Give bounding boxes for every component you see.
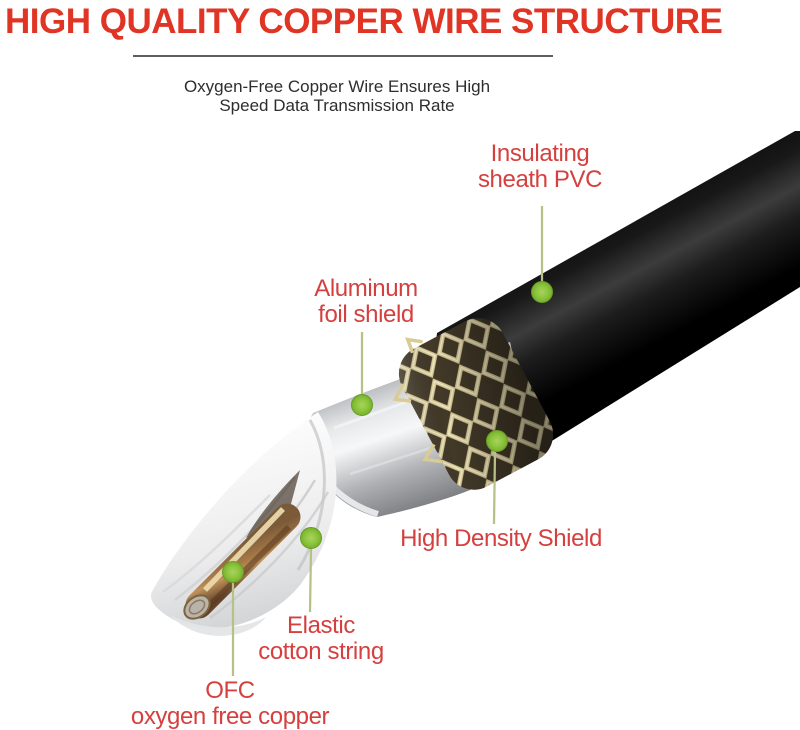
label-line: foil shield <box>318 301 414 328</box>
label-line: High Density Shield <box>400 525 602 552</box>
callout-line-high-density <box>492 451 497 525</box>
callout-dot-insulating-sheath <box>531 281 553 303</box>
subtitle-line-2: Speed Data Transmission Rate <box>219 96 455 115</box>
label-elastic-cotton-string: Elastic cotton string <box>258 613 384 665</box>
callout-dot-cotton-string <box>300 527 322 549</box>
label-line: OFC <box>205 677 255 704</box>
label-ofc-oxygen-free-copper: OFC oxygen free copper <box>130 677 330 730</box>
label-line: Aluminum <box>314 275 418 302</box>
callout-dot-aluminum-foil <box>351 394 373 416</box>
page-title: HIGH QUALITY COPPER WIRE STRUCTURE <box>5 2 723 41</box>
callout-line-cotton-string <box>308 548 313 613</box>
label-line: Insulating <box>490 140 590 167</box>
label-line: sheath PVC <box>477 166 603 193</box>
label-line: cotton string <box>258 638 384 665</box>
label-aluminum-foil-shield: Aluminum foil shield <box>314 276 418 328</box>
cotton-string-shape <box>150 412 337 629</box>
callout-dots <box>222 281 553 583</box>
braided-shield-mesh-shape <box>392 318 554 490</box>
label-insulating-sheath-pvc: Insulating sheath PVC <box>478 141 602 193</box>
label-line: oxygen free copper <box>130 703 330 730</box>
subtitle-line-1: Oxygen-Free Copper Wire Ensures High <box>183 77 491 96</box>
copper-wire-shape <box>170 470 301 636</box>
subtitle: Oxygen-Free Copper Wire Ensures High Spe… <box>137 77 537 115</box>
callout-dot-high-density <box>486 430 508 452</box>
title-divider <box>133 55 553 57</box>
label-line: Elastic <box>287 612 355 639</box>
label-high-density-shield: High Density Shield <box>400 526 602 552</box>
callout-dot-ofc-copper <box>222 561 244 583</box>
callout-lines <box>231 206 544 676</box>
